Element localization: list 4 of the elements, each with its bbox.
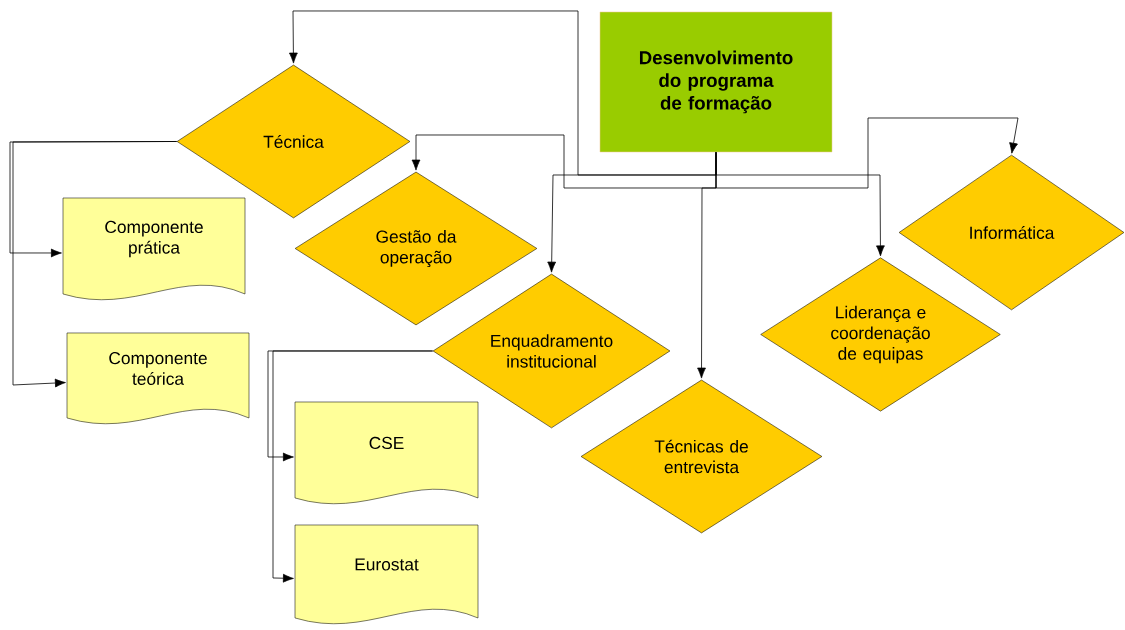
process-box: Desenvolvimento do programa de formação	[599, 11, 833, 153]
arrow	[272, 350, 434, 583]
arrow	[715, 117, 1019, 189]
arrow	[12, 141, 178, 388]
